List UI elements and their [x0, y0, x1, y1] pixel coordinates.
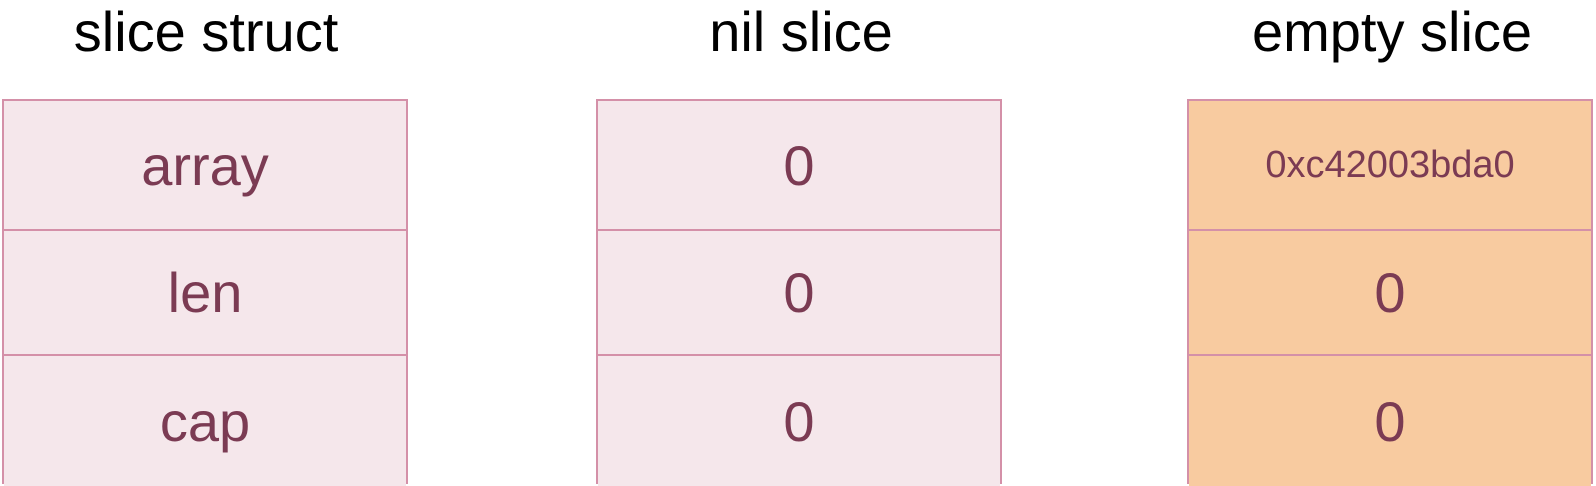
- slice-struct-len-field: len: [4, 229, 406, 354]
- empty-slice-cap-value: 0: [1189, 354, 1591, 486]
- slice-struct-array-field: array: [4, 101, 406, 229]
- nil-slice-len-value: 0: [598, 229, 1000, 354]
- slice-struct-cap-field: cap: [4, 354, 406, 486]
- empty-slice-len-value: 0: [1189, 229, 1591, 354]
- empty-slice-title: empty slice: [1251, 0, 1533, 63]
- slice-struct-table: array len cap: [2, 99, 408, 486]
- empty-slice-array-value: 0xc42003bda0: [1189, 101, 1591, 229]
- nil-slice-cap-value: 0: [598, 354, 1000, 486]
- nil-slice-table: 0 0 0: [596, 99, 1002, 486]
- slice-struct-title: slice struct: [73, 0, 339, 63]
- empty-slice-table: 0xc42003bda0 0 0: [1187, 99, 1593, 486]
- nil-slice-array-value: 0: [598, 101, 1000, 229]
- nil-slice-title: nil slice: [709, 0, 893, 63]
